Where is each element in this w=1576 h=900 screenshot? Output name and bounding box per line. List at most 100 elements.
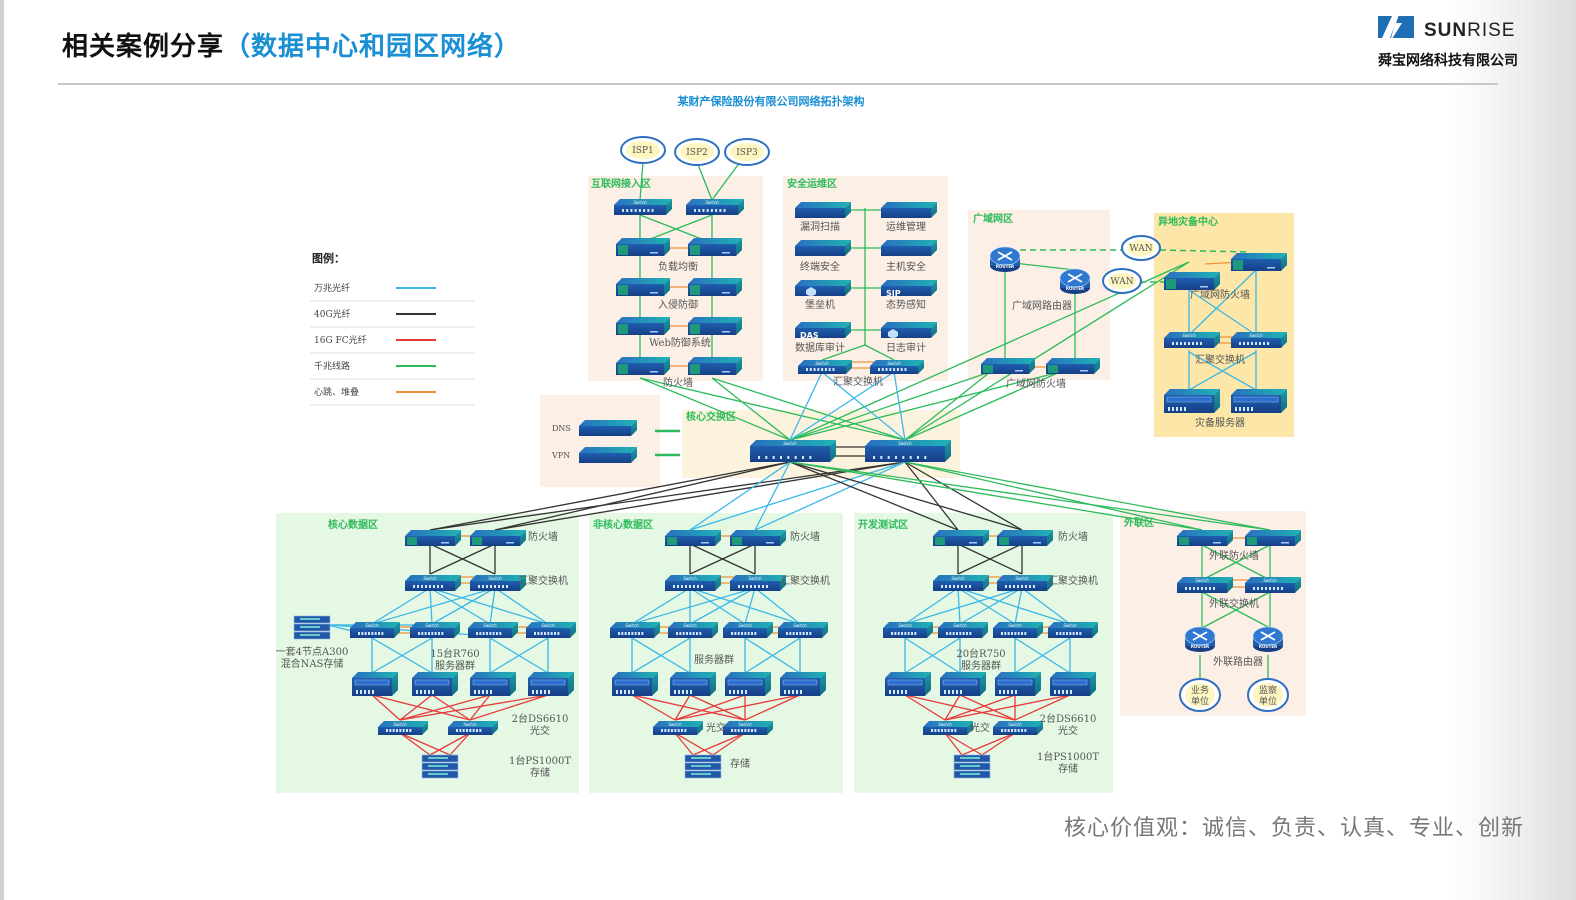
devtest-server [995,672,1041,696]
link-agg-access [1014,587,1023,625]
link-agg-access [754,587,801,625]
svg-text:单位: 单位 [1259,695,1277,707]
link-uplink-1g [711,377,906,441]
link-fc [674,694,691,721]
core-data-fc-switch: Switch [378,721,428,735]
devtest-agg-switch: Switch [997,575,1053,591]
link-fc [431,694,471,721]
label-dr-servers: 灾备服务器 [1195,416,1245,429]
link-fc [944,694,961,721]
link-uplink-10g [789,371,895,441]
bastion-host [795,280,851,296]
label-wan-router: 广域网路由器 [1012,299,1072,312]
wan-cloud: WAN [1102,268,1142,294]
shield-icon [888,329,898,338]
sec-agg-switch: Switch [798,360,852,374]
link-downlink-40g [494,461,906,531]
label-noncore-servers: 服务器群 [694,653,734,666]
label-core-storage-line2: 存储 [530,766,550,779]
dns-server [579,420,637,436]
label-waf: Web防御系统 [649,336,711,349]
slide-title-subtitle: （数据中心和园区网络） [224,32,522,62]
label-dr-firewall: 广域网防火墙 [1190,288,1250,301]
svg-text:Switch: Switch [1182,333,1196,338]
internet-switch: Switch [686,199,744,215]
isp1-cloud: ISP1 [620,136,666,164]
svg-text:监察: 监察 [1259,684,1277,696]
noncore-data-access-switch: Switch [778,622,828,638]
label-ops-mgmt: 运维管理 [886,220,926,233]
logo-company-name: 舜宝网络科技有限公司 [1378,53,1518,69]
svg-text:Switch: Switch [738,722,752,727]
devtest-access-switch: Switch [883,622,933,638]
svg-text:Switch: Switch [1249,333,1263,338]
svg-text:Switch: Switch [1195,578,1209,583]
core-data-server [470,672,516,696]
vuln-scanner [795,202,851,218]
link-uplink-10g [789,371,823,441]
label-vuln-scan: 漏洞扫描 [800,220,840,233]
links-layer [310,161,1271,756]
link-fc [944,694,1016,721]
label-endpoint-sec: 终端安全 [800,260,840,273]
label-nas-line2: 混合NAS存储 [281,657,344,670]
link-agg-access [429,587,549,625]
das-badge: DAS [800,331,819,340]
link-fc [399,732,451,756]
core-switch: Switch [750,440,836,462]
link-agg-access [1021,587,1071,625]
label-noncore-storage: 存储 [730,757,750,770]
link-uplink-1g [639,377,791,441]
link-fc [692,732,746,756]
link-uplink-1g [639,377,906,441]
label-devtest-fc-line2: 光交 [1058,724,1078,737]
sec-agg-switch: Switch [870,360,924,374]
link-fc [744,694,801,721]
svg-text:Switch: Switch [951,576,965,581]
svg-text:WAN: WAN [1110,277,1133,287]
label-situation-aware: 态势感知 [886,298,926,311]
label-log-audit: 日志审计 [886,341,926,354]
link-fc [674,694,801,721]
noncore-data-access-switch: Switch [668,622,718,638]
wan-router: ROUTER [1059,268,1091,294]
zone-label-internet: 互联网接入区 [591,177,651,190]
link-fc [631,694,746,721]
link-downlink-40g [904,461,1023,531]
svg-text:Switch: Switch [898,441,912,446]
devtest-fc-switch: Switch [923,721,973,735]
sip-badge: SIP [886,289,901,298]
devtest-access-switch: Switch [993,622,1043,638]
link-uplink-1g [789,371,1061,441]
core-data-agg-switch: Switch [470,575,526,591]
label-sec-agg-switch: 汇聚交换机 [833,375,883,388]
noncore-data-access-switch: Switch [610,622,660,638]
internet-firewall [688,357,742,375]
devtest-fc-switch: Switch [993,721,1043,735]
link-agg-access [371,587,496,625]
link-fc [469,694,549,721]
link-fc [674,694,746,721]
link-agg-access [744,587,756,625]
noncore-data-firewall [665,530,721,546]
footer-core-values: 核心价值观：诚信、负责、认真、专业、创新 [1063,816,1524,841]
link-downlink-1g [789,461,1203,531]
situation-awareness [881,280,937,296]
label-internet-firewall: 防火墙 [663,376,693,389]
link-agg-access [959,587,1023,625]
link-uplink-10g [821,371,906,441]
zone-label-core-data: 核心数据区 [328,518,378,531]
zone-dns-vpn-bg [540,395,660,487]
label-ext-switch: 外联交换机 [1209,597,1259,610]
core-data-server [412,672,458,696]
internet-switch: Switch [614,199,672,215]
isp3-cloud: ISP3 [724,138,770,166]
link-downlink-1g [904,461,1271,531]
dr-server [1231,389,1287,413]
link-isp3 [711,161,741,201]
link-access-server [744,637,801,674]
svg-text:WAN: WAN [1129,244,1152,254]
zone-label-external: 外联区 [1123,516,1154,529]
